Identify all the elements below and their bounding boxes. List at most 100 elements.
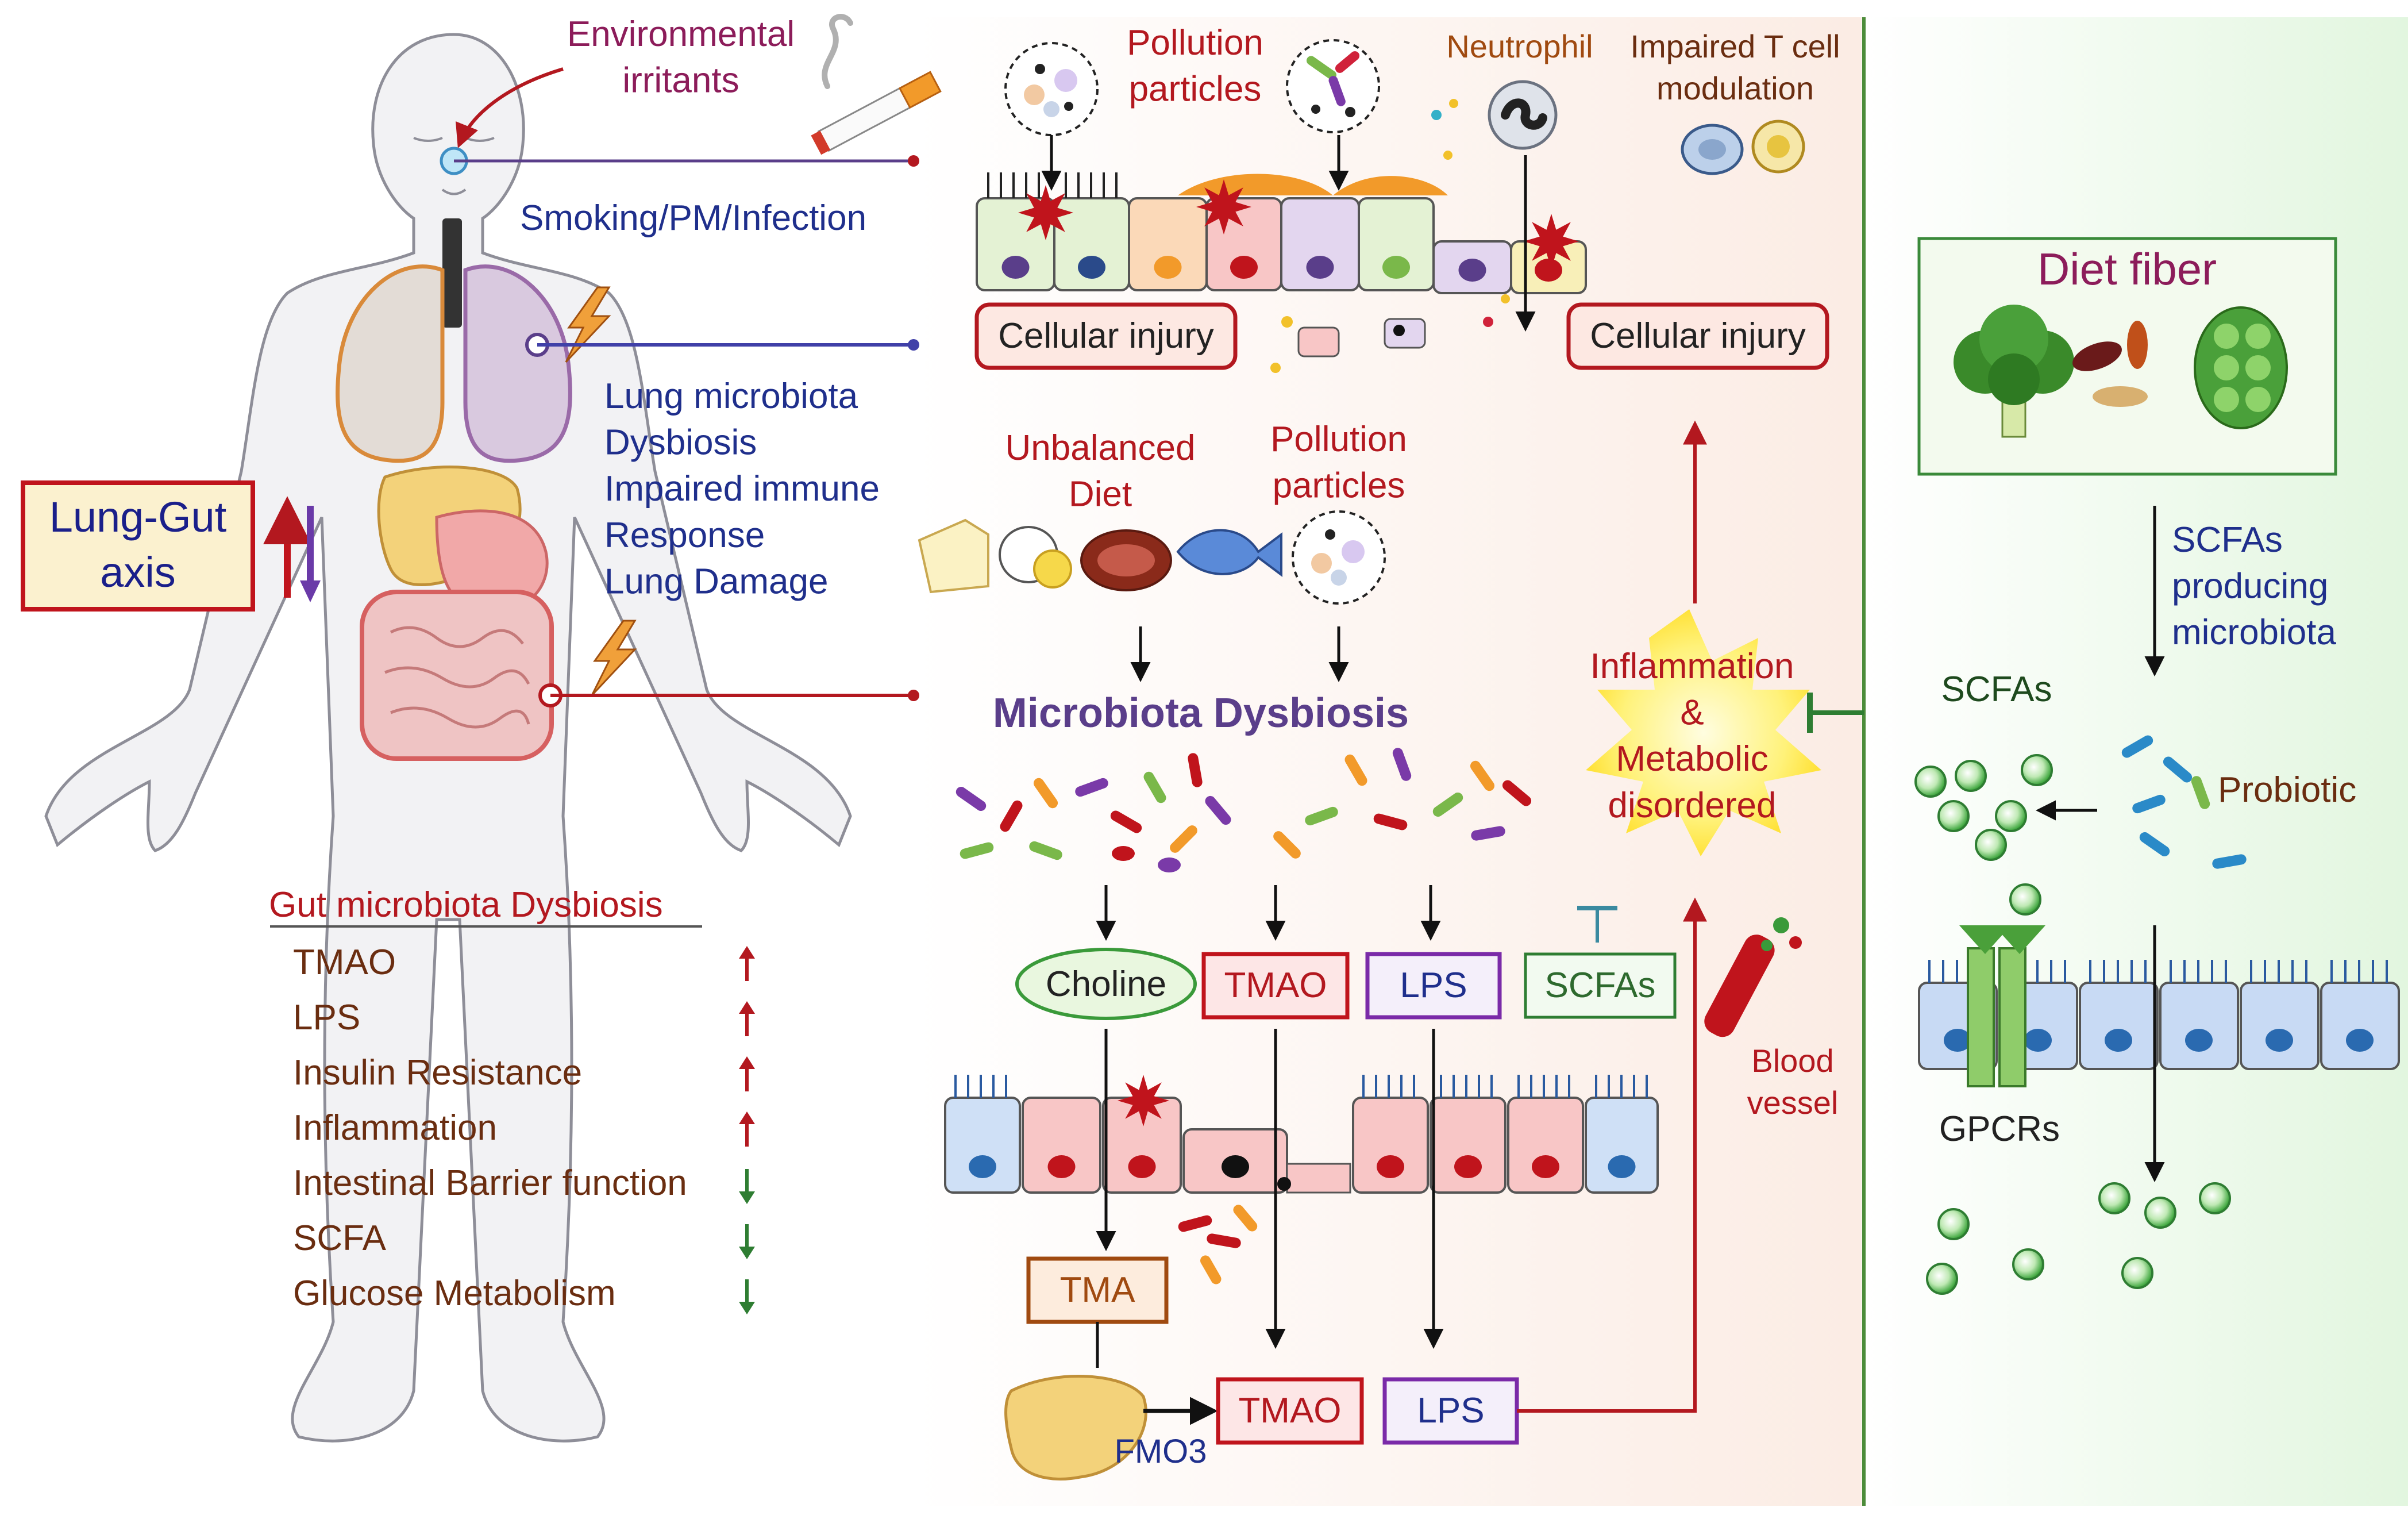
cell-nucleus <box>1944 1029 1971 1052</box>
gut-epithelium <box>944 1075 1659 1194</box>
cell-nucleus <box>2105 1029 2132 1052</box>
bacterium <box>1110 810 1142 833</box>
gut-dysbiosis-item: Glucose Metabolism <box>293 1274 616 1313</box>
gpcrs-label: GPCRs <box>1939 1109 2060 1149</box>
tcell-icons <box>1681 120 1805 175</box>
choline-ellipse <box>1015 948 1197 1020</box>
lungs <box>336 264 572 463</box>
gut-epithelial-cell <box>1507 1097 1584 1194</box>
bacterium-coccus <box>1112 846 1135 861</box>
scfas-label: SCFAs <box>1545 966 1656 1005</box>
cell-nucleus <box>1154 256 1182 279</box>
beans-icon <box>2072 321 2148 407</box>
bacterium <box>1075 778 1108 797</box>
cell-nucleus <box>2346 1029 2374 1052</box>
bacterium <box>1471 826 1505 841</box>
scfa-molecule <box>2021 754 2053 786</box>
up-arrowhead-icon <box>739 1112 755 1124</box>
cell-nucleus <box>1377 1155 1404 1178</box>
bacterium <box>960 842 994 859</box>
detached-cell <box>1384 318 1426 349</box>
tmao-label-2: TMAO <box>1238 1391 1341 1430</box>
lps-label-2: LPS <box>1417 1391 1484 1430</box>
cell-nucleus <box>1535 259 1562 282</box>
tmao-label: TMAO <box>1224 966 1327 1005</box>
tmao-box <box>1201 952 1350 1020</box>
choline-label: Choline <box>1046 964 1166 1004</box>
bacterium <box>1373 813 1408 830</box>
cell-nucleus <box>1222 1155 1249 1178</box>
broccoli-icon <box>1954 305 2074 438</box>
inflammation-burst <box>1586 609 1821 856</box>
cell-nucleus <box>969 1155 996 1178</box>
injury-burst <box>1118 1075 1169 1126</box>
axis-down-arrowhead <box>300 580 321 602</box>
cellular-injury-label-left: Cellular injury <box>998 316 1214 356</box>
gut-dysbiosis-title: Gut microbiota Dysbiosis <box>269 885 663 925</box>
lung-epithelial-cell <box>1358 197 1435 291</box>
tmao-box-2 <box>1216 1377 1364 1445</box>
bacterium-coccus <box>1158 857 1181 872</box>
bacterium <box>1305 806 1338 826</box>
gut-dysbiosis-item: LPS <box>293 998 360 1037</box>
bacterium <box>1033 778 1058 809</box>
cell-nucleus <box>1382 256 1410 279</box>
scfas-box <box>1524 952 1677 1019</box>
gut-epithelial-cell <box>944 1097 1021 1194</box>
down-arrowhead-icon <box>739 1191 755 1204</box>
neutrophil-icon <box>1488 80 1558 150</box>
bacterium <box>1205 795 1231 825</box>
pollution-particle-icon <box>1286 39 1380 133</box>
lung-gut-axis-box <box>21 480 255 612</box>
bacterium <box>1392 748 1412 781</box>
gut-dysbiosis-item: Inflammation <box>293 1108 497 1148</box>
cell-nucleus <box>1608 1155 1636 1178</box>
bacterium <box>1432 792 1463 817</box>
cellular-injury-label-right: Cellular injury <box>1590 316 1806 356</box>
food-icons <box>918 518 1282 594</box>
down-arrowhead-icon <box>739 1302 755 1314</box>
cell-nucleus <box>1306 256 1334 279</box>
neutrophil-label: Neutrophil <box>1446 28 1593 64</box>
cell-nucleus <box>2185 1029 2213 1052</box>
cigarette-icon <box>811 14 942 155</box>
bacterium <box>1502 780 1532 806</box>
scfa-molecule <box>2098 1182 2130 1214</box>
intestine-folds <box>384 626 530 729</box>
diet-fiber-title: Diet fiber <box>2037 244 2217 294</box>
cell-nucleus <box>1454 1155 1482 1178</box>
cell-nucleus <box>2024 1029 2052 1052</box>
up-arrowhead-icon <box>739 1056 755 1069</box>
scfa-molecule <box>1975 829 2007 861</box>
irritant-arrow <box>456 67 564 148</box>
tma-box <box>1026 1256 1169 1324</box>
bacterium <box>1000 800 1023 832</box>
mucus-layer <box>1178 174 1448 195</box>
scfa-molecule <box>1914 766 1947 798</box>
bacterium <box>1143 771 1166 803</box>
microbiota-dysbiosis-title: Microbiota Dysbiosis <box>993 690 1409 736</box>
liver-icon <box>1004 1375 1147 1480</box>
lps-label: LPS <box>1400 966 1467 1005</box>
probiotic-bacteria <box>2121 735 2247 869</box>
cell-nucleus <box>1078 256 1105 279</box>
lung-epithelium <box>976 172 1587 357</box>
cellular-injury-box-left <box>974 302 1238 370</box>
pea-pod-icon <box>2194 306 2288 429</box>
gut-dysbiosis-item: TMAO <box>293 943 396 982</box>
scfa-molecule <box>2009 883 2041 916</box>
cell-nucleus <box>1532 1155 1559 1178</box>
scfa-molecule <box>2012 1248 2044 1280</box>
probiotic-label: Probiotic <box>2218 770 2356 810</box>
tma-bacteria <box>1178 1205 1258 1285</box>
bacterium <box>1273 831 1301 859</box>
scfa-molecule <box>1955 760 1987 792</box>
cell-nucleus <box>1001 256 1030 279</box>
fmo3-label: FMO3 <box>1114 1433 1207 1470</box>
